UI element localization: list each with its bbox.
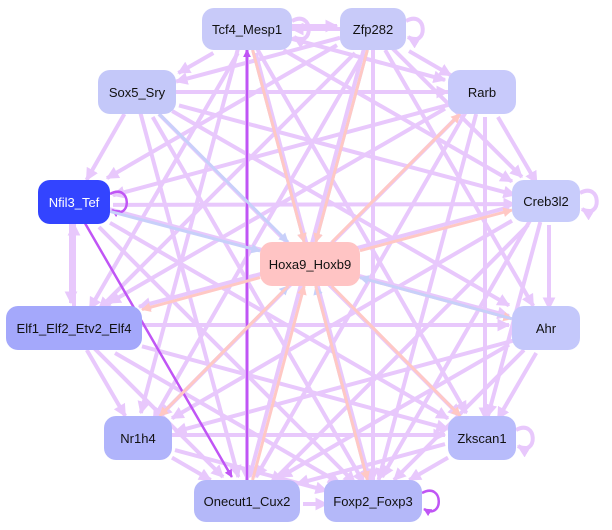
node-label: Rarb	[467, 84, 497, 100]
edge-rarb-to-creb	[496, 115, 539, 185]
edge-zfp-to-rarb	[407, 49, 453, 78]
node-nr1h4[interactable]: Nr1h4	[104, 416, 172, 460]
edge-ahr-to-nr1h4	[173, 338, 516, 436]
edge-onecut-to-hoxa9	[251, 285, 307, 481]
node-label: Sox5_Sry	[108, 84, 166, 100]
node-label: Elf1_Elf2_Etv2_Elf4	[16, 320, 132, 336]
edge-tcf4-to-hoxa9	[251, 49, 307, 243]
edge-ahr-to-onecut	[279, 342, 511, 479]
edge-zfp-to-hoxa9	[313, 49, 369, 243]
node-label: Nfil3_Tef	[48, 194, 100, 210]
node-label: Hoxa9_Hoxb9	[268, 256, 352, 272]
node-zfp[interactable]: Zfp282	[340, 8, 406, 50]
edge-tcf4-to-creb	[282, 48, 514, 184]
node-label: Nr1h4	[120, 430, 156, 446]
node-label: Zfp282	[352, 21, 394, 37]
node-foxp2[interactable]: Foxp2_Foxp3	[324, 480, 422, 522]
node-label: Onecut1_Cux2	[203, 493, 291, 509]
node-creb[interactable]: Creb3l2	[512, 180, 580, 222]
edge-hoxa9-to-foxp2	[314, 285, 370, 481]
edge-zkscan-to-zkscan	[515, 425, 535, 458]
edge-zkscan-to-foxp2	[408, 455, 450, 482]
node-label: Zkscan1	[457, 430, 507, 446]
edge-elf1-to-nr1h4	[85, 348, 127, 418]
edge-rarb-to-onecut	[254, 110, 469, 479]
edge-hoxa9-to-elf1	[141, 276, 261, 312]
edge-zkscan-to-onecut	[295, 442, 446, 487]
edge-rarb-to-nfil3	[111, 102, 452, 199]
edge-elf1-to-zkscan	[141, 344, 450, 433]
edge-ahr-to-zkscan	[496, 351, 538, 421]
edge-nr1h4-to-onecut	[170, 455, 212, 482]
node-nfil3[interactable]: Nfil3_Tef	[38, 180, 110, 224]
edge-sox5-to-nfil3	[84, 113, 127, 182]
edge-zfp-to-zfp	[405, 16, 425, 49]
node-hoxa9[interactable]: Hoxa9_Hoxb9	[260, 242, 360, 286]
edge-hoxa9-to-zkscan	[330, 284, 462, 418]
edge-zfp-to-nfil3	[105, 43, 339, 180]
edge-tcf4-to-tcf4	[291, 16, 311, 49]
edge-ahr-to-hoxa9	[359, 275, 513, 321]
edge-creb-to-creb	[579, 188, 599, 221]
node-label: Foxp2_Foxp3	[333, 493, 413, 509]
node-elf1[interactable]: Elf1_Elf2_Etv2_Elf4	[6, 306, 142, 350]
edge-nfil3-to-hoxa9	[109, 210, 261, 254]
edge-sox5-to-foxp2	[150, 116, 366, 485]
node-onecut[interactable]: Onecut1_Cux2	[194, 480, 300, 522]
node-label: Ahr	[535, 320, 557, 336]
edge-nfil3-to-onecut	[82, 220, 233, 478]
edge-tcf4-to-zkscan	[254, 46, 469, 415]
node-label: Tcf4_Mesp1	[211, 21, 283, 37]
node-zkscan[interactable]: Zkscan1	[448, 416, 516, 460]
edge-nfil3-to-zkscan	[108, 221, 450, 421]
node-ahr[interactable]: Ahr	[512, 306, 580, 350]
edge-sox5-to-hoxa9	[158, 112, 289, 244]
node-tcf4[interactable]: Tcf4_Mesp1	[202, 8, 292, 50]
edge-nfil3-to-creb	[112, 197, 517, 211]
node-rarb[interactable]: Rarb	[448, 70, 516, 114]
node-sox5[interactable]: Sox5_Sry	[98, 70, 176, 114]
edge-hoxa9-to-rarb	[330, 112, 462, 244]
node-label: Creb3l2	[523, 193, 569, 209]
edge-tcf4-to-sox5	[177, 51, 215, 75]
edge-hoxa9-to-nr1h4	[158, 284, 290, 418]
edge-hoxa9-to-creb	[359, 207, 513, 253]
edge-foxp2-to-foxp2	[421, 489, 440, 517]
edge-sox5-to-ahr	[171, 109, 511, 308]
edge-creb-to-nr1h4	[170, 219, 514, 420]
edge-zfp-to-sox5	[174, 35, 341, 85]
